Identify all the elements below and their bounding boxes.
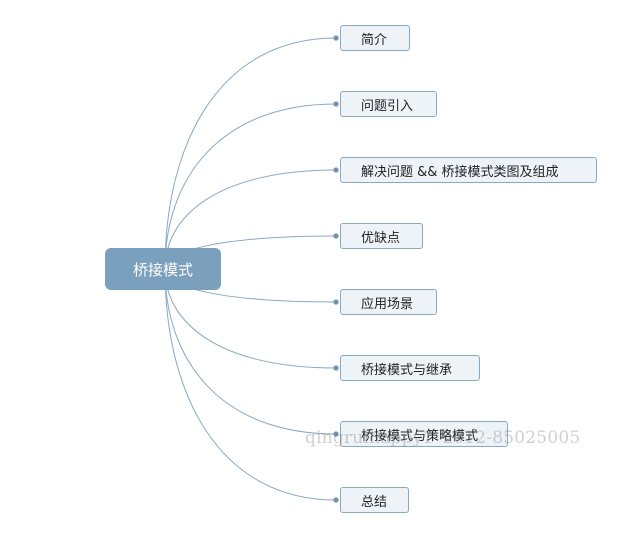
branch-node-scenarios[interactable]: 应用场景	[340, 289, 437, 315]
branch-label: 桥接模式与策略模式	[361, 428, 479, 444]
branch-node-solution[interactable]: 解决问题 && 桥接模式类图及组成	[340, 157, 597, 183]
branch-node-intro[interactable]: 简介	[340, 25, 410, 51]
root-node[interactable]: 桥接模式	[105, 248, 221, 290]
branch-label: 简介	[361, 32, 388, 48]
connector-dot-scenarios	[333, 299, 339, 305]
connector-dot-summary	[333, 497, 339, 503]
branch-label: 总结	[361, 494, 388, 510]
branch-label: 应用场景	[361, 296, 414, 312]
branch-node-summary[interactable]: 总结	[340, 487, 409, 513]
connector-problem	[164, 103, 337, 270]
root-node-label: 桥接模式	[132, 260, 193, 279]
branch-label: 优缺点	[361, 230, 401, 246]
connector-vs-strategy	[164, 268, 337, 435]
connector-summary	[164, 268, 337, 501]
connector-dot-problem	[333, 101, 339, 107]
connector-dot-vs-inheritance	[333, 365, 339, 371]
connector-dot-solution	[333, 167, 339, 173]
connector-intro	[164, 37, 337, 270]
branch-label: 问题引入	[361, 98, 414, 114]
branch-label: 桥接模式与继承	[361, 362, 453, 378]
connector-dot-pros-cons	[333, 233, 339, 239]
branch-label: 解决问题 && 桥接模式类图及组成	[361, 164, 559, 180]
branch-node-pros-cons[interactable]: 优缺点	[340, 223, 423, 249]
branch-node-vs-inheritance[interactable]: 桥接模式与继承	[340, 355, 480, 381]
connector-dot-intro	[333, 35, 339, 41]
branch-node-problem[interactable]: 问题引入	[340, 91, 437, 117]
connector-dot-vs-strategy	[333, 431, 339, 437]
branch-node-vs-strategy[interactable]: 桥接模式与策略模式	[340, 421, 508, 447]
